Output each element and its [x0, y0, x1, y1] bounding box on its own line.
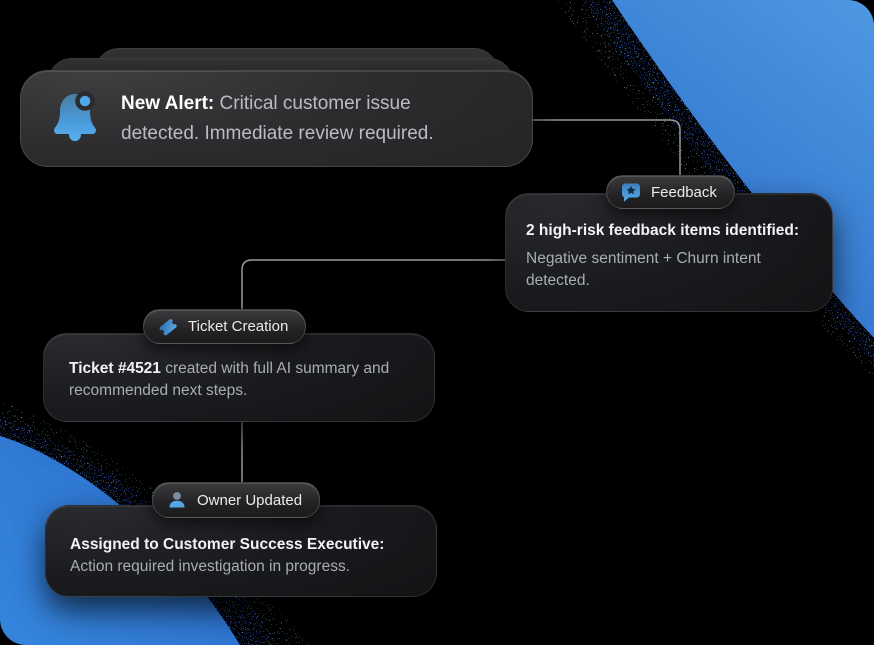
feedback-card: 2 high-risk feedback items identified: N…	[505, 193, 833, 312]
person-icon	[166, 489, 188, 511]
connector-feedback-to-ticket	[241, 259, 505, 311]
alert-title: New Alert:	[121, 92, 215, 114]
ticket-icon	[157, 316, 179, 338]
owner-detail: Action required investigation in progres…	[70, 558, 351, 575]
ticket-card: Ticket #4521 created with full AI summar…	[43, 333, 435, 422]
ticket-badge: Ticket Creation	[143, 309, 307, 344]
alert-text: New Alert: Critical customer issue detec…	[121, 89, 471, 149]
alert-card: New Alert: Critical customer issue detec…	[20, 70, 533, 167]
feedback-badge: Feedback	[606, 175, 735, 209]
owner-headline: Assigned to Customer Success Executive:	[70, 536, 385, 553]
owner-card: Assigned to Customer Success Executive: …	[45, 505, 437, 597]
feedback-badge-label: Feedback	[651, 183, 717, 201]
ticket-detail: created with full AI summary and recomme…	[69, 360, 390, 399]
connector-alert-to-feedback	[533, 119, 681, 177]
owner-badge-label: Owner Updated	[197, 491, 303, 509]
ticket-number: Ticket #4521	[69, 360, 161, 377]
chat-star-icon	[620, 181, 642, 203]
bell-notification-icon	[49, 90, 101, 147]
feedback-detail: Negative sentiment + Churn intent detect…	[526, 250, 761, 289]
feedback-headline: 2 high-risk feedback items identified:	[526, 222, 800, 239]
ticket-text: Ticket #4521 created with full AI summar…	[69, 358, 412, 402]
ticket-badge-label: Ticket Creation	[188, 318, 289, 335]
owner-badge: Owner Updated	[152, 482, 321, 518]
alert-message: Critical customer issue detected. Immedi…	[121, 92, 434, 144]
